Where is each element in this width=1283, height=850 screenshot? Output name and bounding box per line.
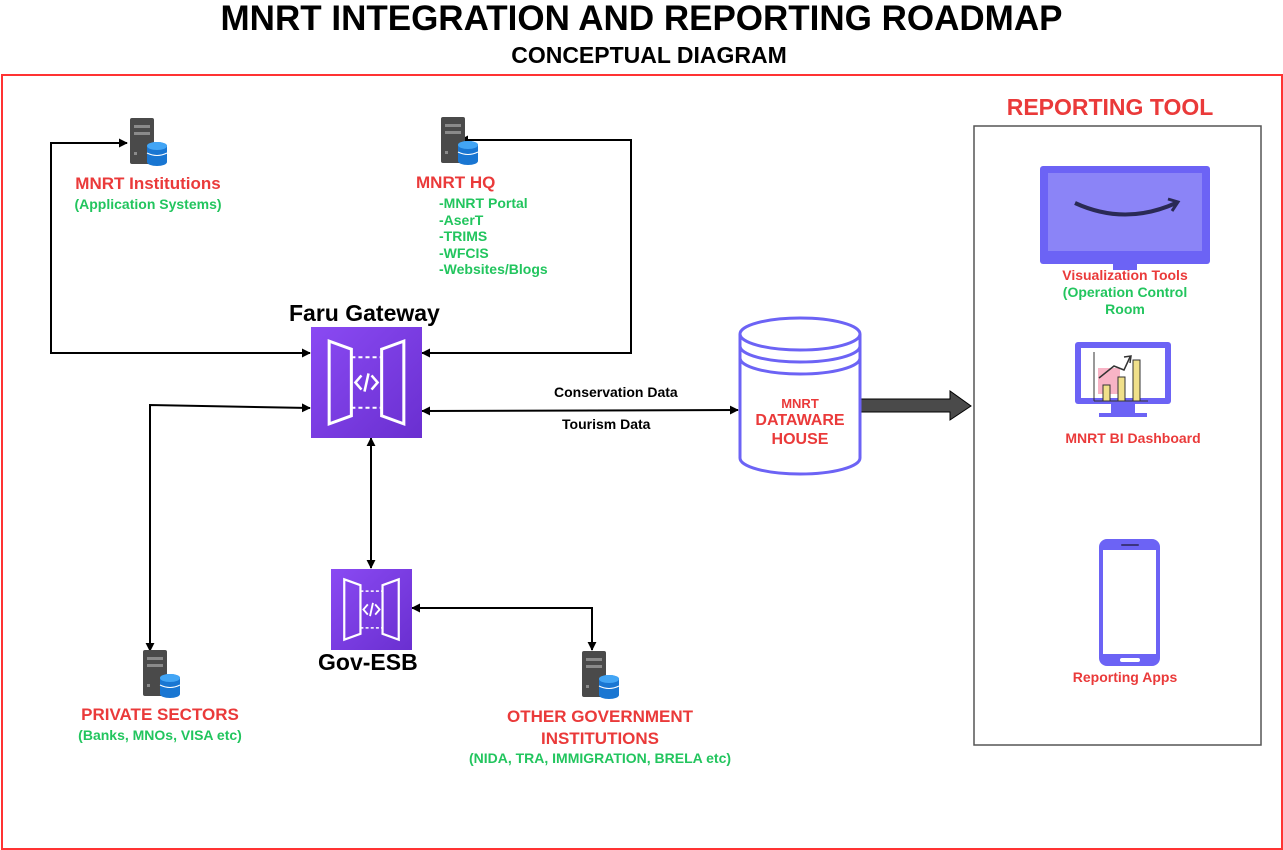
other-gov-title-line1: OTHER GOVERNMENT	[506, 707, 694, 726]
other-gov-title-line2: INSTITUTIONS	[540, 729, 660, 748]
reporting-tool-box	[973, 125, 1262, 746]
page-title: MNRT INTEGRATION AND REPORTING ROADMAP	[220, 0, 1063, 38]
edge-gateway-dwh	[421, 405, 739, 416]
visualization-tools-title: Visualization Tools	[1062, 267, 1188, 283]
server-database-icon	[129, 118, 168, 167]
visualization-tools-sub1: (Operation Control	[1062, 284, 1188, 300]
diagram-frame	[1, 74, 1283, 850]
list-item: -TRIMS	[439, 228, 488, 245]
edge-institutions-gateway	[50, 138, 311, 358]
smartphone-icon	[1099, 539, 1160, 666]
database-cylinder-icon	[738, 316, 862, 476]
mnrt-institutions-title: MNRT Institutions	[75, 174, 221, 193]
private-sectors-subtitle: (Banks, MNOs, VISA etc)	[78, 727, 242, 743]
reporting-tool-title: REPORTING TOOL	[995, 94, 1225, 121]
bi-dashboard-title: MNRT BI Dashboard	[1065, 430, 1201, 446]
mnrt-hq-systems-list: -MNRT Portal -AserT -TRIMS -WFCIS -Websi…	[439, 195, 548, 278]
edge-hq-gateway	[421, 135, 632, 358]
list-item: -WFCIS	[439, 244, 489, 261]
page-subtitle: CONCEPTUAL DIAGRAM	[511, 42, 787, 68]
mnrt-institutions-subtitle: (Application Systems)	[74, 196, 222, 212]
api-gateway-icon	[331, 569, 412, 650]
dwh-line3: HOUSE	[771, 431, 829, 448]
connectors	[50, 135, 739, 652]
dwh-line1: MNRT	[781, 396, 819, 411]
visualization-tools-sub2: Room	[1105, 301, 1145, 317]
list-item: -MNRT Portal	[439, 195, 528, 211]
monitor-icon	[1040, 166, 1210, 270]
gov-esb-label: Gov-ESB	[318, 649, 418, 675]
server-database-icon	[581, 651, 620, 700]
list-item: -AserT	[439, 211, 484, 228]
faru-gateway-label: Faru Gateway	[289, 300, 440, 326]
reporting-apps-title: Reporting Apps	[1072, 669, 1178, 685]
dwh-to-reporting-arrow	[859, 390, 972, 421]
conservation-data-label: Conservation Data	[554, 384, 678, 400]
tourism-data-label: Tourism Data	[562, 416, 651, 432]
dwh-line2: DATAWARE	[755, 412, 845, 429]
server-database-icon	[142, 650, 181, 699]
bar-chart-monitor-icon	[1075, 342, 1171, 417]
private-sectors-title: PRIVATE SECTORS	[81, 705, 239, 724]
other-gov-subtitle: (NIDA, TRA, IMMIGRATION, BRELA etc)	[468, 750, 732, 766]
api-gateway-icon	[311, 327, 422, 438]
edge-esb-othergov	[411, 603, 597, 651]
mnrt-hq-title: MNRT HQ	[416, 173, 496, 192]
list-item: -Websites/Blogs	[439, 261, 548, 278]
edge-private-gateway	[145, 403, 311, 652]
